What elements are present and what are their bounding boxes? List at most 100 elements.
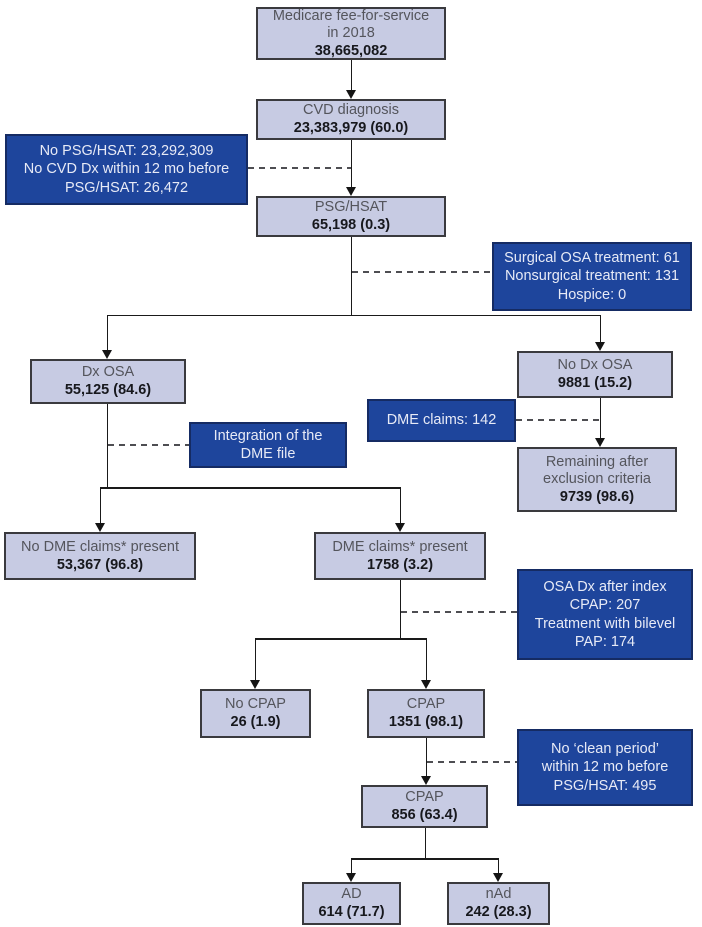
connector-line — [350, 237, 352, 316]
arrow-down-icon — [595, 342, 605, 351]
dashed-connector-line — [248, 167, 351, 169]
exclusion-label: Nonsurgical treatment: 131 — [504, 268, 680, 285]
exclusion-label: Surgical OSA treatment: 61 — [504, 249, 680, 266]
exclusion-osa-treated: Surgical OSA treatment: 61 Nonsurgical t… — [492, 242, 692, 311]
node-remaining-after-exclusion: Remaining after exclusion criteria 9739 … — [517, 447, 677, 512]
arrow-down-icon — [421, 776, 431, 785]
node-label: Medicare fee-for-service — [272, 7, 430, 24]
arrow-down-icon — [595, 438, 605, 447]
arrow-down-icon — [95, 523, 105, 532]
exclusion-osa-dx-after-index: OSA Dx after index CPAP: 207 Treatment w… — [517, 569, 693, 660]
node-label: No Dx OSA — [557, 357, 633, 373]
arrow-down-icon — [346, 90, 356, 99]
exclusion-dme-claims-142: DME claims: 142 — [367, 399, 516, 442]
connector-line — [399, 487, 401, 525]
node-value: 55,125 (84.6) — [64, 382, 152, 398]
exclusion-label: No PSG/HSAT: 23,292,309 — [39, 142, 214, 159]
exclusion-label: Hospice: 0 — [557, 286, 627, 303]
node-value: 242 (28.3) — [465, 904, 532, 920]
connector-line — [350, 858, 352, 875]
connector-line — [350, 140, 352, 189]
connector-line — [106, 404, 108, 488]
node-label: No DME claims* present — [21, 538, 179, 555]
node-label: in 2018 — [327, 24, 375, 41]
exclusion-label: OSA Dx after index — [543, 578, 667, 595]
connector-line — [254, 638, 256, 682]
node-value: 9739 (98.6) — [559, 488, 635, 505]
dashed-connector-line — [108, 444, 189, 446]
exclusion-label: PAP: 174 — [574, 634, 636, 650]
arrow-down-icon — [346, 187, 356, 196]
arrow-down-icon — [250, 680, 260, 689]
connector-line — [106, 315, 108, 352]
exclusion-no-psg-hsat: No PSG/HSAT: 23,292,309 No CVD Dx within… — [5, 134, 248, 205]
exclusion-label: CPAP: 207 — [569, 597, 641, 613]
note-label: DME file — [240, 446, 296, 462]
node-psg-hsat: PSG/HSAT 65,198 (0.3) — [256, 196, 446, 237]
exclusion-label: DME claims: 142 — [386, 412, 497, 429]
dashed-connector-line — [427, 761, 517, 763]
arrow-down-icon — [395, 523, 405, 532]
connector-line — [424, 828, 426, 859]
node-value: 38,665,082 — [314, 42, 388, 59]
connector-line — [350, 60, 352, 92]
connector-line — [599, 398, 601, 440]
exclusion-label: PSG/HSAT: 495 — [553, 777, 657, 794]
node-label: exclusion criteria — [543, 470, 651, 487]
dashed-connector-line — [352, 271, 492, 273]
exclusion-label: Treatment with bilevel — [534, 615, 676, 632]
node-ad: AD 614 (71.7) — [302, 882, 401, 925]
arrow-down-icon — [346, 873, 356, 882]
node-label: DME claims* present — [332, 538, 468, 555]
exclusion-label: No ‘clean period’ — [550, 740, 659, 757]
node-label: nAd — [485, 886, 512, 902]
connector-line — [425, 738, 427, 778]
exclusion-label: PSG/HSAT: 26,472 — [64, 179, 189, 196]
node-value: 9881 (15.2) — [557, 375, 633, 391]
node-label: Remaining after — [545, 453, 649, 470]
node-value: 856 (63.4) — [391, 807, 458, 823]
connector-line — [99, 487, 401, 489]
node-value: 614 (71.7) — [318, 904, 385, 920]
arrow-down-icon — [102, 350, 112, 359]
node-label: AD — [341, 886, 362, 902]
exclusion-no-clean-period: No ‘clean period’ within 12 mo before PS… — [517, 729, 693, 806]
arrow-down-icon — [493, 873, 503, 882]
node-value: 53,367 (96.8) — [56, 556, 144, 573]
connector-line — [425, 638, 427, 682]
node-medicare: Medicare fee-for-service in 2018 38,665,… — [256, 7, 446, 60]
node-cvd-diagnosis: CVD diagnosis 23,383,979 (60.0) — [256, 99, 446, 140]
node-label: CPAP — [406, 696, 446, 712]
connector-line — [599, 315, 601, 344]
node-no-cpap: No CPAP 26 (1.9) — [200, 689, 311, 738]
note-integration-dme-file: Integration of the DME file — [189, 422, 347, 468]
node-label: No CPAP — [225, 696, 286, 712]
connector-line — [497, 858, 499, 875]
node-cpap-clean: CPAP 856 (63.4) — [361, 785, 488, 828]
node-dx-osa: Dx OSA 55,125 (84.6) — [30, 359, 186, 404]
node-nad: nAd 242 (28.3) — [447, 882, 550, 925]
node-value: 26 (1.9) — [230, 714, 281, 730]
node-value: 1351 (98.1) — [388, 714, 464, 730]
node-no-dx-osa: No Dx OSA 9881 (15.2) — [517, 351, 673, 398]
arrow-down-icon — [421, 680, 431, 689]
node-no-dme-claims: No DME claims* present 53,367 (96.8) — [4, 532, 196, 580]
exclusion-label: within 12 mo before — [541, 759, 669, 776]
node-label: CVD diagnosis — [303, 102, 399, 118]
connector-line — [399, 580, 401, 639]
note-label: Integration of the — [213, 427, 323, 444]
node-label: PSG/HSAT — [314, 199, 388, 215]
node-value: 23,383,979 (60.0) — [293, 120, 409, 136]
connector-line — [99, 487, 101, 525]
node-label: CPAP — [405, 789, 444, 805]
dashed-connector-line — [401, 611, 517, 613]
dashed-connector-line — [516, 419, 600, 421]
node-dme-claims-present: DME claims* present 1758 (3.2) — [314, 532, 486, 580]
connector-line — [106, 314, 601, 316]
node-cpap-initial: CPAP 1351 (98.1) — [367, 689, 485, 738]
node-value: 65,198 (0.3) — [311, 217, 391, 233]
connector-line — [350, 858, 499, 860]
node-label: Dx OSA — [81, 364, 135, 380]
connector-line — [254, 638, 427, 640]
